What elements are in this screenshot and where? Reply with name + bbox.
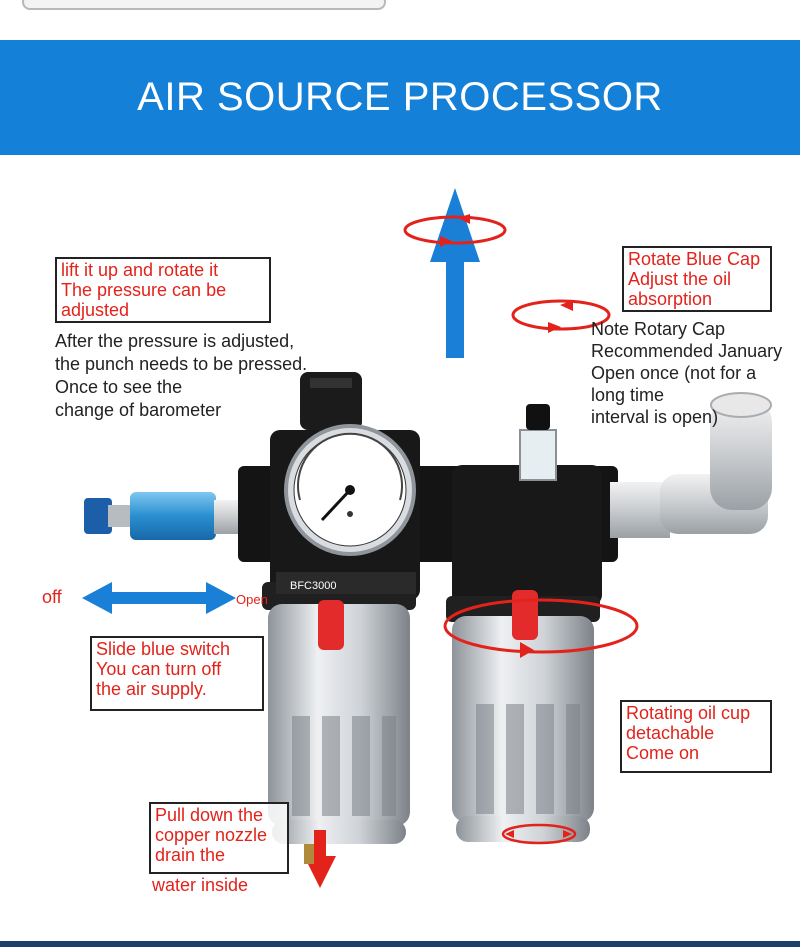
slide-line-3: the air supply. [96,679,207,699]
lift-line-3: adjusted [61,300,130,320]
blue-cap-line-3: absorption [628,289,713,309]
rotary-note-line-2: Recommended January [591,341,783,361]
blue-cap-line-1: Rotate Blue Cap [628,249,761,269]
oiler-sight-glass [519,404,557,481]
drain-line-3: drain the [155,845,226,865]
drain-line-2: copper nozzle [155,825,268,845]
slide-line-2: You can turn off [96,659,222,679]
lift-note: After the pressure is adjusted, the punc… [55,330,307,422]
bottom-strip [0,941,800,947]
lift-callout: lift it up and rotate it The pressure ca… [55,257,271,323]
lift-line-1: lift it up and rotate it [61,260,219,280]
lift-note-line-1: After the pressure is adjusted, [55,331,295,351]
quick-coupler [84,492,244,540]
title-banner: AIR SOURCE PROCESSOR [0,40,800,155]
off-label: off [42,587,62,607]
drain-line-1: Pull down the [155,805,264,825]
rotary-note-line-5: interval is open) [591,407,719,427]
drain-line-4: water inside [152,875,249,895]
up-arrow [403,188,507,358]
cap-rotate-arrow [511,299,611,333]
oil-cup-rotate-arrow [443,598,639,658]
lift-note-line-2: the punch needs to be pressed. [55,354,308,374]
elbow-fitting [660,392,772,534]
model-label: BFC3000 [290,580,336,592]
lift-line-2: The pressure can be [61,280,227,300]
oil-cup-line-1: Rotating oil cup [626,703,751,723]
model-plate [276,572,416,594]
oil-cup-line-2: detachable [626,723,715,743]
rotary-note-line-3: Open once (not for a [591,363,757,383]
rotary-note: Note Rotary Cap Recommended January Open… [591,318,782,428]
page-title: AIR SOURCE PROCESSOR [137,75,663,119]
drain-rotate-arrow [501,823,577,845]
open-label: Open [236,592,268,607]
slide-line-1: Slide blue switch [96,639,231,659]
top-frame-fragment [22,0,386,10]
oil-cup-callout: Rotating oil cup detachable Come on [620,700,772,773]
rotary-note-line-4: long time [591,385,665,405]
drain-arrow [304,830,336,888]
slide-callout: Slide blue switch You can turn off the a… [90,636,264,711]
switch-arrow [82,582,236,614]
oil-cup [446,590,600,842]
lift-note-line-4: change of barometer [55,400,222,420]
oil-cup-line-3: Come on [626,743,700,763]
regulator-knob [300,372,362,430]
lift-note-line-3: Once to see the [55,377,183,397]
blue-cap-callout: Rotate Blue Cap Adjust the oil absorptio… [622,246,772,312]
blue-cap-line-2: Adjust the oil [628,269,732,289]
drain-callout: Pull down the copper nozzle drain the [149,802,289,874]
rotary-note-line-1: Note Rotary Cap [591,319,726,339]
pressure-gauge [284,424,416,556]
